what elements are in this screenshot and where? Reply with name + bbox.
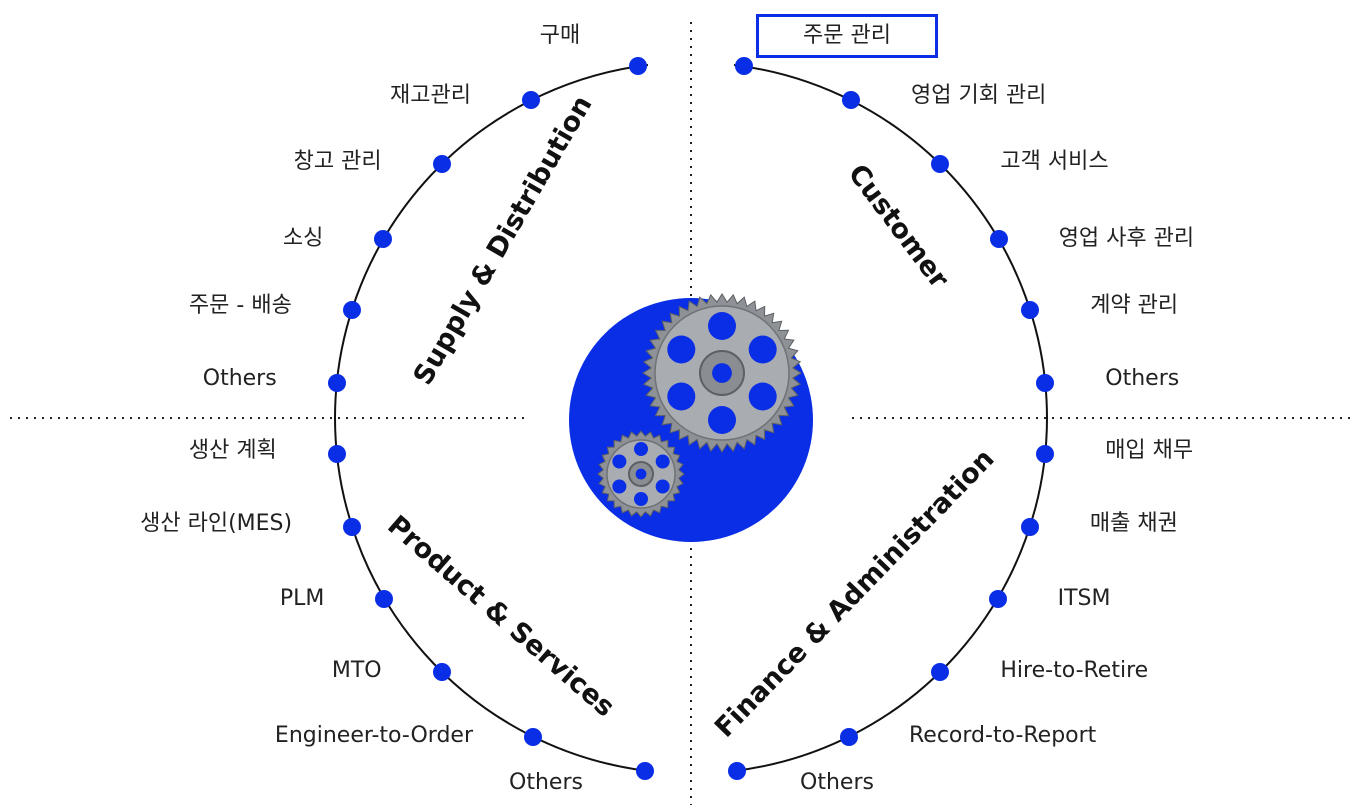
supply-item-dot (432, 155, 451, 173)
finance-item-dot (840, 728, 858, 746)
supply-item-label[interactable]: 주문 - 배송 (188, 293, 292, 318)
product-item-dot (432, 663, 451, 681)
customer-item-label[interactable]: 계약 관리 (1090, 293, 1179, 318)
finance-item-dot (1036, 445, 1055, 463)
product-item-dot (327, 445, 346, 463)
product-item-label[interactable]: PLM (279, 586, 325, 611)
finance-item-dot (988, 590, 1007, 608)
product-item-label[interactable]: 생산 계획 (188, 438, 277, 463)
finance-item-label[interactable]: Hire-to-Retire (1000, 658, 1149, 683)
customer-item-dot (1036, 374, 1055, 392)
finance-item-label[interactable]: 매출 채권 (1089, 511, 1178, 536)
finance-item-label[interactable]: 매입 채무 (1105, 438, 1194, 463)
customer-item-dot (735, 57, 754, 75)
gears-icon (569, 293, 813, 542)
supply-item-dot (327, 374, 346, 392)
finance-item-dot (931, 663, 950, 681)
product-item-label[interactable]: Engineer-to-Order (274, 723, 473, 748)
product-item-label[interactable]: MTO (331, 658, 382, 683)
customer-item-label[interactable]: 고객 서비스 (1000, 149, 1109, 174)
product-item-label[interactable]: Others (509, 770, 583, 795)
customer-item-label[interactable]: Others (1105, 366, 1180, 391)
finance-item-dot (1020, 518, 1039, 536)
finance-item-label[interactable]: Record-to-Report (909, 723, 1097, 748)
product-item-dot (375, 590, 394, 608)
finance-item-label[interactable]: ITSM (1057, 586, 1111, 611)
product-item-dot (343, 518, 362, 536)
customer-item-label[interactable]: 영업 사후 관리 (1058, 226, 1195, 251)
finance-item-dot (728, 762, 747, 780)
customer-item-label[interactable]: 영업 기회 관리 (911, 83, 1047, 108)
supply-item-dot (628, 57, 647, 75)
customer-item-label[interactable]: 주문 관리 (756, 14, 938, 58)
supply-item-label[interactable]: 구매 (539, 23, 581, 48)
supply-item-dot (522, 91, 540, 109)
arc-finance (733, 417, 1048, 772)
supply-item-label[interactable]: 소싱 (282, 226, 324, 251)
customer-item-dot (1021, 301, 1040, 319)
arc-customer (733, 64, 1048, 419)
supply-item-label[interactable]: Others (202, 366, 277, 391)
supply-item-dot (342, 301, 361, 319)
supply-item-label[interactable]: 재고관리 (390, 83, 471, 108)
customer-item-dot (842, 91, 860, 109)
finance-item-label[interactable]: Others (800, 770, 874, 795)
supply-item-label[interactable]: 창고 관리 (293, 149, 382, 174)
supply-item-dot (374, 230, 393, 248)
arc-supply (334, 64, 649, 419)
product-item-dot (635, 762, 654, 780)
arc-product (334, 417, 649, 772)
product-item-dot (524, 728, 542, 746)
customer-item-dot (931, 155, 950, 173)
customer-item-dot (989, 230, 1008, 248)
product-item-label[interactable]: 생산 라인(MES) (140, 511, 293, 536)
